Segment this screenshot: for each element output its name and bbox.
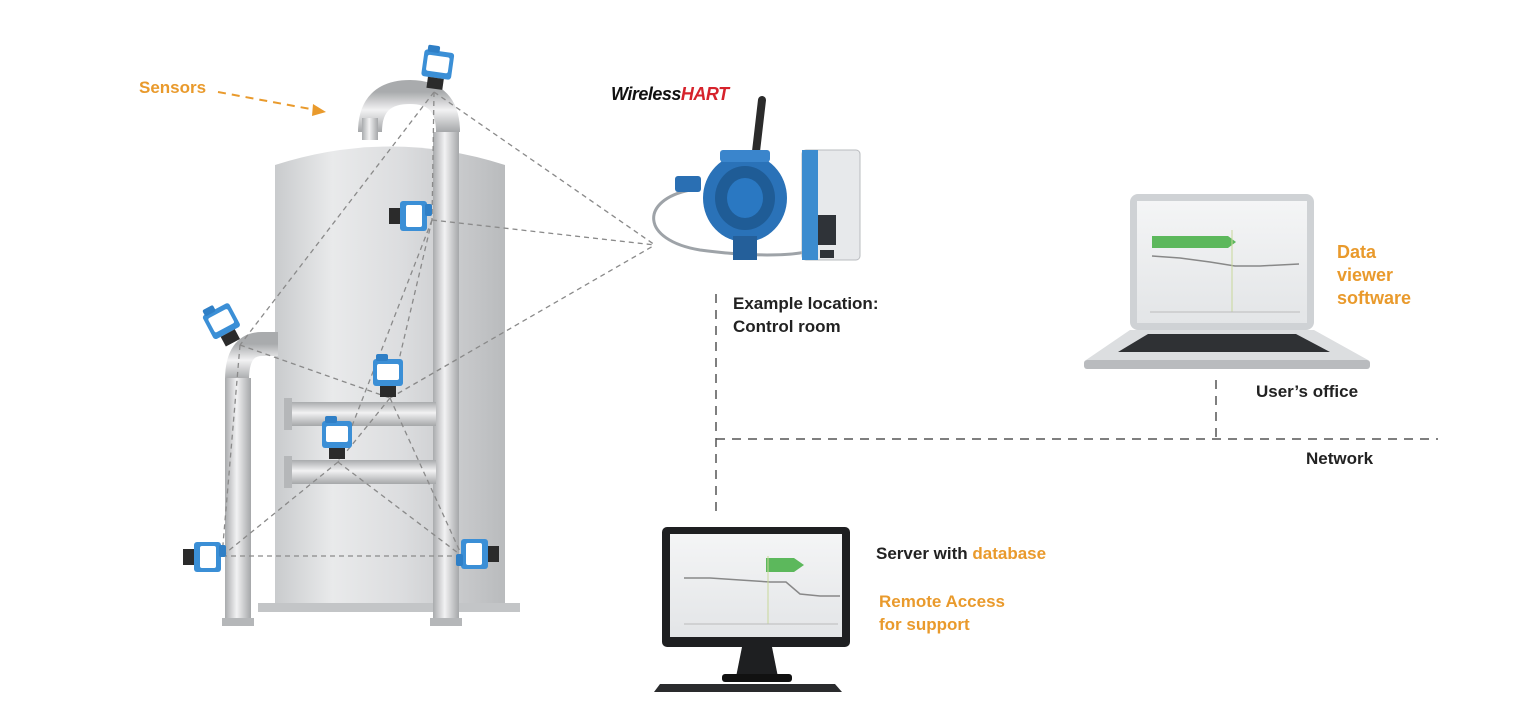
server-label: Server with database [876, 544, 1047, 563]
vessel-piping [222, 79, 462, 626]
sensors-arrow [217, 91, 326, 116]
data-viewer-label: Data viewer software [1337, 242, 1412, 308]
monitor-icon [662, 527, 850, 682]
users-office-label: User’s office [1256, 382, 1359, 401]
sensor-icon [183, 542, 226, 572]
sensors-label: Sensors [139, 78, 207, 97]
wireless-mesh-links [221, 91, 656, 557]
wirelesshart-logo: WirelessHART [611, 84, 729, 104]
remote-access-label: Remote Access for support [879, 592, 1005, 634]
network-links [715, 294, 1438, 518]
laptop-icon [1084, 194, 1370, 369]
gateway-icon [652, 96, 861, 261]
keyboard-icon [654, 684, 842, 692]
network-label: Network [1306, 449, 1374, 468]
control-room-label: Example location: Control room [733, 294, 879, 336]
